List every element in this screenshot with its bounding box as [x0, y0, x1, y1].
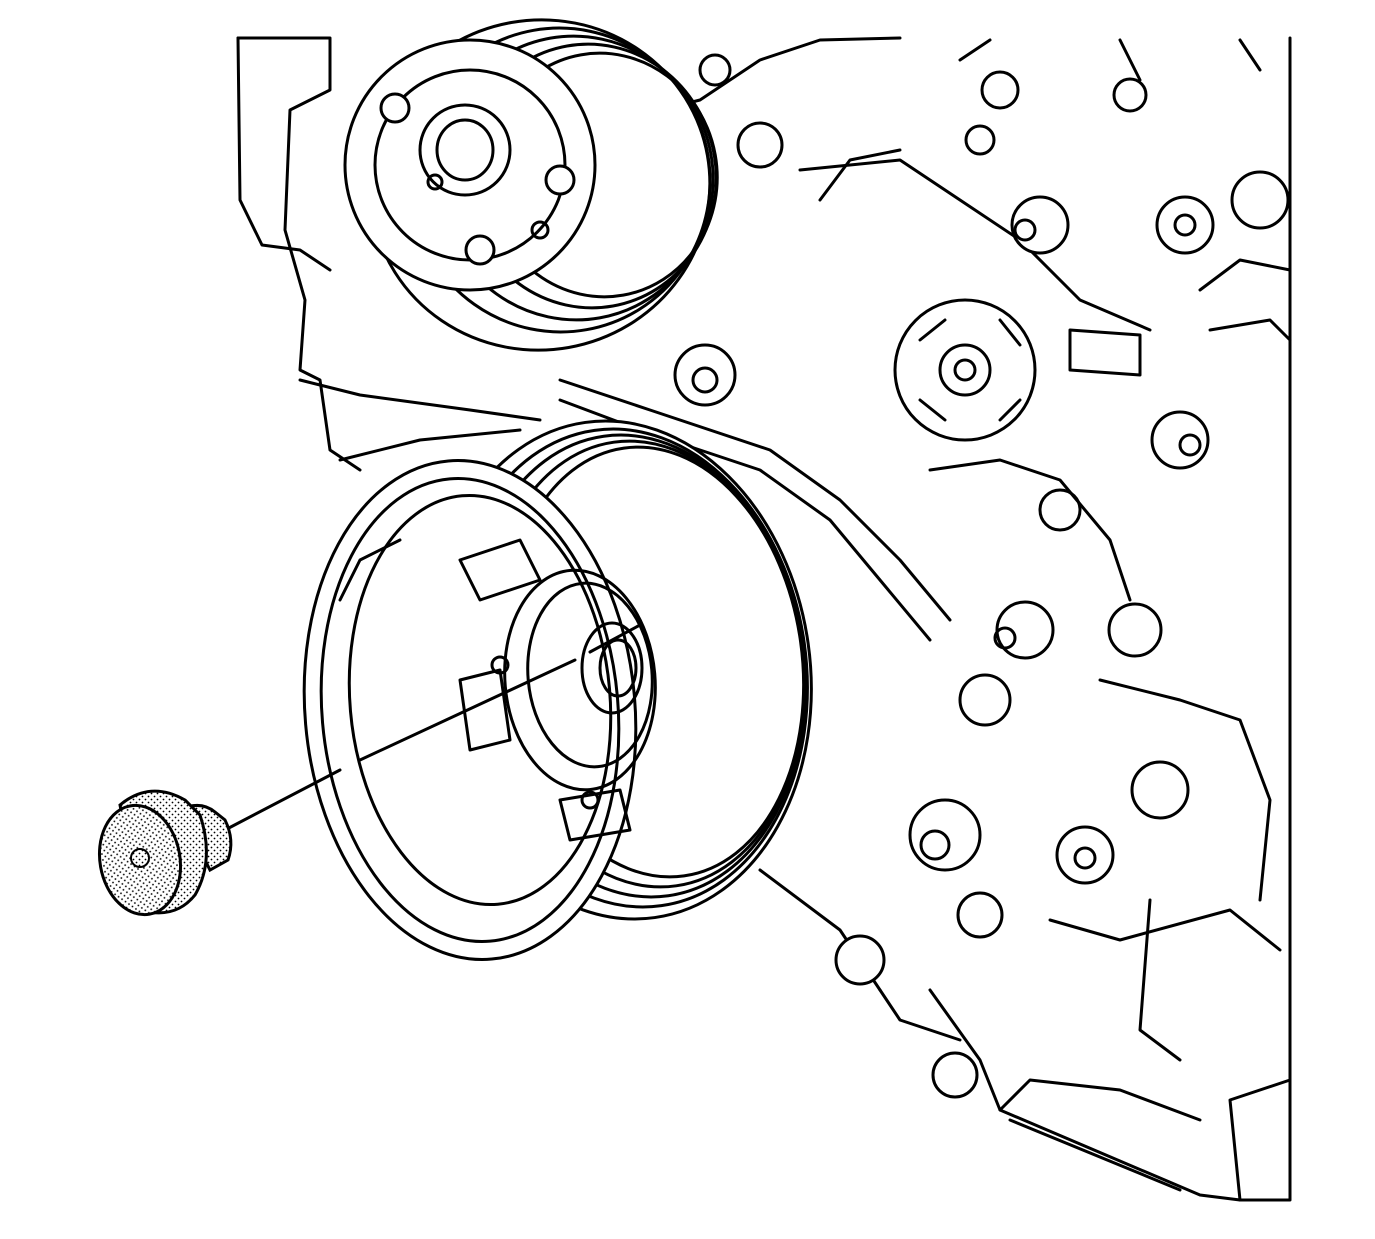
plug-hole-cover	[97, 789, 233, 917]
crankshaft-balancer-pulley	[302, 419, 813, 961]
leader-line	[223, 623, 642, 832]
water-pump-pulley	[343, 18, 719, 352]
tensioner-bracket	[673, 38, 1292, 1099]
